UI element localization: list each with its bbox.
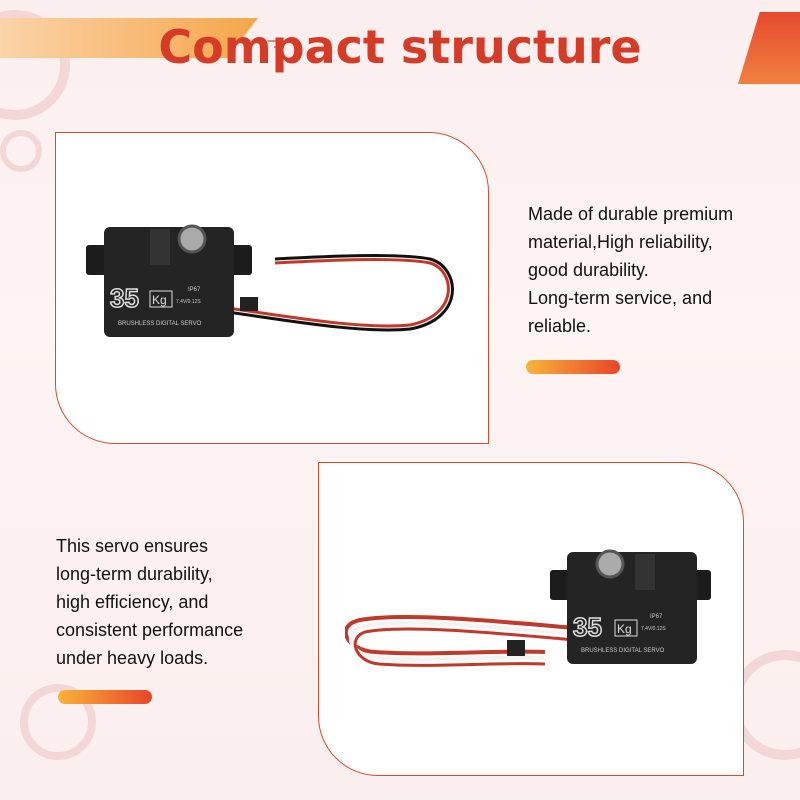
servo-body bbox=[104, 227, 234, 337]
servo-rating-label: IP67 bbox=[650, 614, 663, 620]
servo-unit-label: Kg bbox=[617, 622, 632, 636]
servo-rating-label: IP67 bbox=[188, 287, 201, 293]
servo-image-1: 35 Kg IP67 7.4V/0.12S BRUSHLESS DIGITAL … bbox=[86, 224, 454, 337]
title-decoration bbox=[274, 46, 284, 48]
servo-image-2: 35 Kg IP67 7.4V/0.12S BRUSHLESS DIGITAL … bbox=[345, 549, 711, 667]
servo-type-label: BRUSHLESS DIGITAL SERVO bbox=[118, 321, 202, 327]
title-decoration bbox=[268, 40, 284, 42]
gear-decoration-icon bbox=[0, 10, 70, 120]
servo-unit-label: Kg bbox=[152, 293, 167, 307]
gear-decoration-icon bbox=[20, 684, 96, 760]
accent-pill bbox=[526, 360, 620, 374]
header-left-bar bbox=[0, 18, 258, 58]
product-image-card-1 bbox=[55, 132, 489, 444]
accent-pill bbox=[58, 690, 152, 704]
servo-weight-label: 35 bbox=[110, 283, 139, 313]
servo-type-label: BRUSHLESS DIGITAL SERVO bbox=[581, 648, 665, 654]
feature-text-1: Made of durable premium material,High re… bbox=[528, 204, 734, 336]
gear-decoration-icon bbox=[0, 130, 42, 172]
servo-weight-label: 35 bbox=[573, 612, 602, 642]
servo-spec-label: 7.4V/0.12S bbox=[641, 626, 666, 632]
servo-body bbox=[567, 552, 697, 664]
feature-text-2: This servo ensures long-term durability,… bbox=[56, 536, 244, 668]
servo-spec-label: 7.4V/0.12S bbox=[176, 299, 201, 305]
page-title: Compact structure bbox=[158, 20, 642, 74]
